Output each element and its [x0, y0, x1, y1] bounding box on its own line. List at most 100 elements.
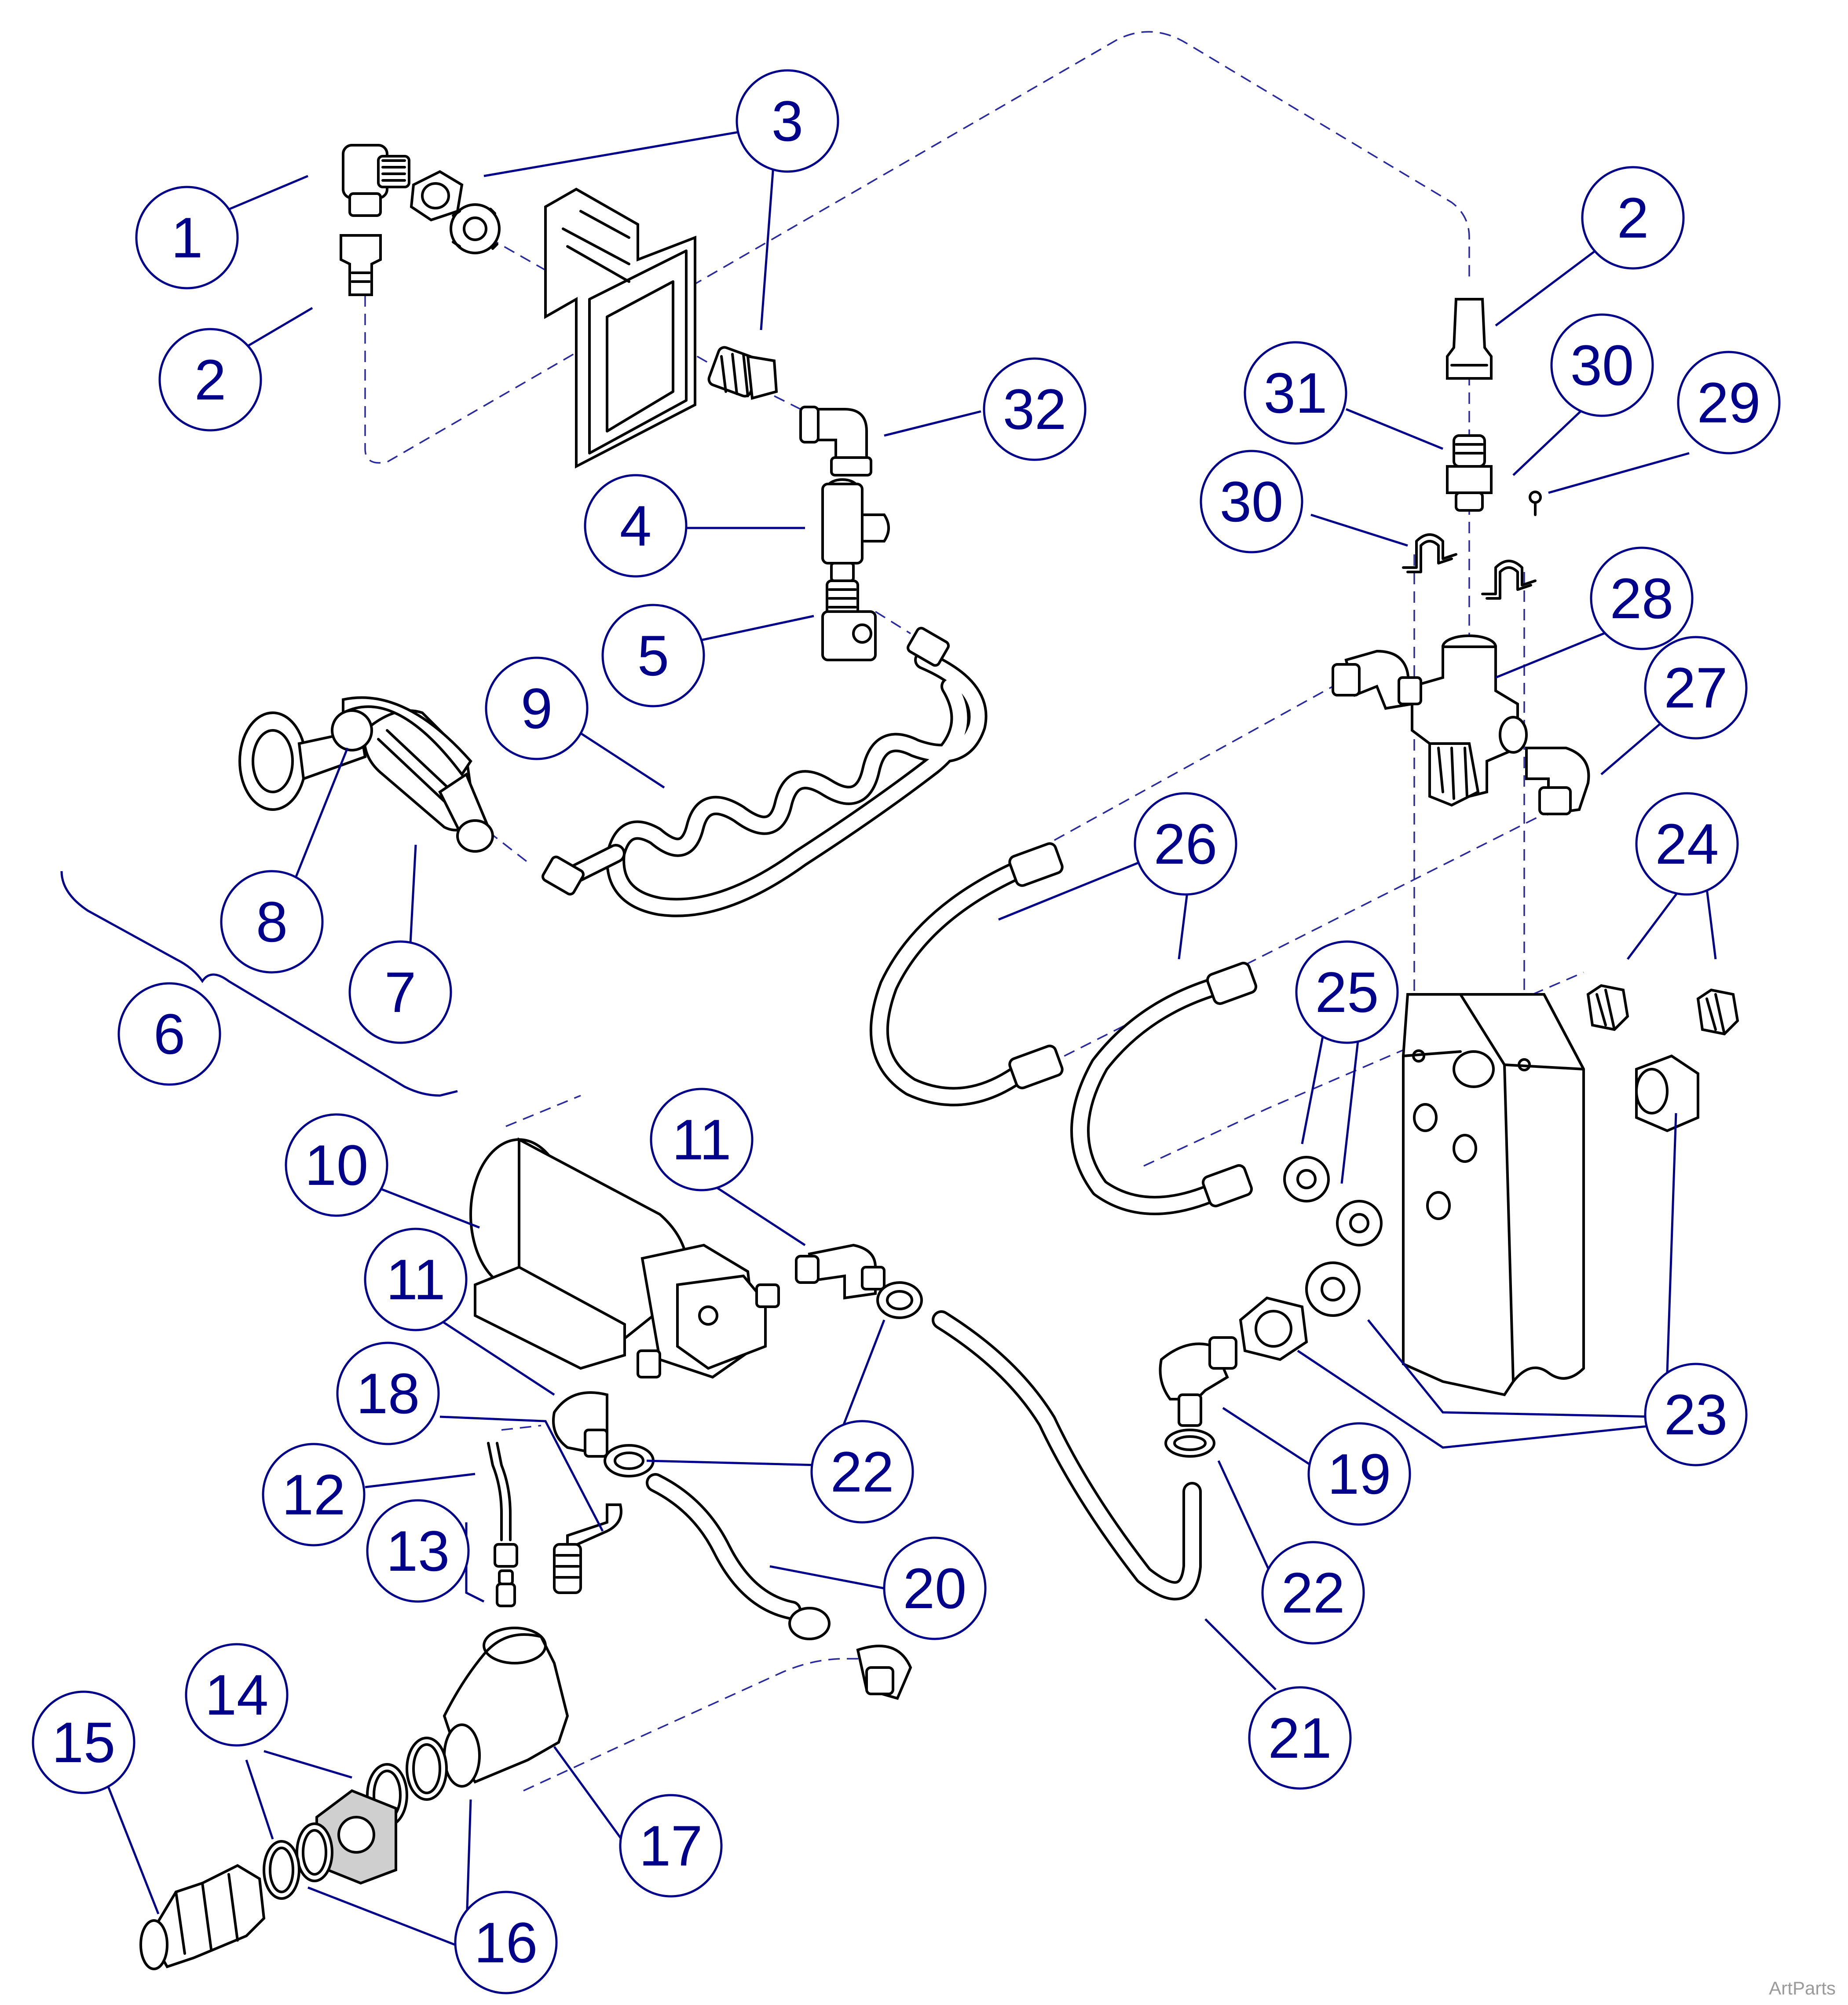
callout-9: 9 — [485, 656, 589, 760]
svg-text:7: 7 — [384, 960, 416, 1024]
callout-22-right: 22 — [1261, 1541, 1365, 1645]
kit-bracket-6 — [60, 871, 458, 1097]
gauge-8 — [238, 709, 373, 811]
svg-text:8: 8 — [256, 890, 288, 954]
lock-washer-25-b — [1336, 1200, 1383, 1246]
callout-16: 16 — [454, 1891, 558, 1994]
svg-text:6: 6 — [154, 1002, 185, 1066]
svg-text:17: 17 — [639, 1814, 703, 1878]
hose-20 — [646, 1473, 912, 1700]
valve-28 — [1411, 634, 1528, 807]
svg-text:2: 2 — [1617, 186, 1649, 250]
callout-5: 5 — [601, 604, 705, 707]
callout-32: 32 — [983, 357, 1087, 461]
elbow-fitting-1 — [342, 144, 410, 217]
svg-text:29: 29 — [1697, 370, 1761, 435]
screw-29 — [1529, 491, 1542, 516]
bushing-23 — [1635, 1054, 1699, 1133]
leader-lines — [100, 131, 1717, 1950]
callout-30-top: 30 — [1550, 313, 1654, 417]
svg-text:11: 11 — [386, 1247, 446, 1312]
svg-text:2: 2 — [194, 348, 226, 412]
callout-13: 13 — [366, 1499, 470, 1603]
svg-text:22: 22 — [1281, 1561, 1345, 1625]
svg-text:5: 5 — [637, 623, 669, 688]
svg-text:30: 30 — [1220, 469, 1284, 534]
o-ring-16-b — [296, 1822, 333, 1882]
pump-motor-10 — [469, 1137, 780, 1379]
svg-text:19: 19 — [1328, 1442, 1391, 1506]
svg-text:11: 11 — [672, 1107, 732, 1172]
housing-enclosure — [1402, 993, 1585, 1397]
callout-23: 23 — [1644, 1363, 1748, 1466]
lock-washer-3 — [450, 203, 501, 254]
callout-12: 12 — [262, 1443, 366, 1547]
callout-7: 7 — [348, 940, 452, 1044]
bulkhead-fitting-3 — [707, 346, 778, 400]
hex-nut-3 — [410, 170, 464, 222]
svg-text:25: 25 — [1315, 960, 1379, 1024]
tube-12 — [487, 1442, 512, 1541]
elbow-fitting-19 — [1159, 1336, 1237, 1427]
callout-22-left: 22 — [810, 1420, 914, 1524]
hose-clip-30-left — [1402, 533, 1457, 573]
fitting-31 — [1446, 434, 1493, 512]
svg-text:31: 31 — [1264, 361, 1328, 425]
callout-30-left: 30 — [1200, 450, 1303, 553]
svg-text:26: 26 — [1154, 812, 1218, 876]
hose-21 — [932, 1310, 1202, 1601]
svg-text:4: 4 — [620, 494, 651, 558]
svg-text:32: 32 — [1003, 377, 1067, 441]
svg-text:9: 9 — [521, 676, 553, 740]
callout-17: 17 — [619, 1794, 723, 1898]
callout-2-left: 2 — [158, 328, 262, 432]
coiled-hose-9 — [542, 627, 988, 917]
hose-26-b — [1070, 961, 1258, 1215]
svg-text:21: 21 — [1268, 1706, 1332, 1770]
callout-6: 6 — [117, 982, 221, 1086]
hose-clamp-22-a — [876, 1281, 923, 1319]
svg-text:1: 1 — [171, 205, 203, 270]
tee-fitting-5 — [821, 579, 877, 661]
callout-20: 20 — [883, 1536, 987, 1640]
callout-21: 21 — [1248, 1686, 1352, 1790]
svg-text:27: 27 — [1664, 656, 1728, 720]
fitting-18 — [553, 1503, 622, 1594]
compression-fitting-13 — [494, 1543, 518, 1607]
svg-text:13: 13 — [386, 1519, 450, 1583]
callout-27: 27 — [1644, 636, 1748, 740]
adapter-fitting-2-right — [1446, 298, 1493, 380]
svg-text:20: 20 — [903, 1556, 967, 1620]
callout-28: 28 — [1590, 546, 1694, 650]
callout-1: 1 — [135, 186, 239, 290]
callout-11-right: 11 — [650, 1088, 754, 1191]
hose-26-a — [869, 842, 1064, 1107]
hose-clip-30-right — [1481, 560, 1537, 600]
elbow-fitting-32 — [799, 406, 872, 477]
svg-text:16: 16 — [474, 1910, 538, 1975]
nut-23 — [1239, 1296, 1308, 1361]
svg-text:24: 24 — [1655, 812, 1719, 876]
callout-2-right: 2 — [1581, 166, 1685, 270]
callout-11-left: 11 — [364, 1228, 468, 1331]
callout-19: 19 — [1307, 1422, 1411, 1526]
callout-15: 15 — [32, 1690, 135, 1794]
hose-clamp-22-b — [604, 1444, 655, 1477]
hose-clamp-22-c — [1164, 1429, 1215, 1458]
callout-25: 25 — [1295, 940, 1399, 1044]
spray-gun-handle-7 — [342, 696, 494, 853]
svg-text:22: 22 — [831, 1440, 894, 1504]
svg-text:14: 14 — [205, 1663, 269, 1727]
valve-fitting-4 — [821, 478, 890, 582]
callout-26: 26 — [1134, 792, 1237, 896]
barb-fitting-15 — [139, 1864, 266, 1970]
svg-text:30: 30 — [1570, 333, 1634, 397]
callout-24: 24 — [1635, 792, 1739, 896]
mounting-bracket — [544, 187, 696, 469]
svg-text:10: 10 — [305, 1133, 369, 1197]
tee-body-17 — [443, 1627, 569, 1788]
lock-washer-23 — [1305, 1261, 1361, 1317]
callout-10: 10 — [285, 1113, 388, 1217]
callout-29: 29 — [1677, 351, 1781, 455]
